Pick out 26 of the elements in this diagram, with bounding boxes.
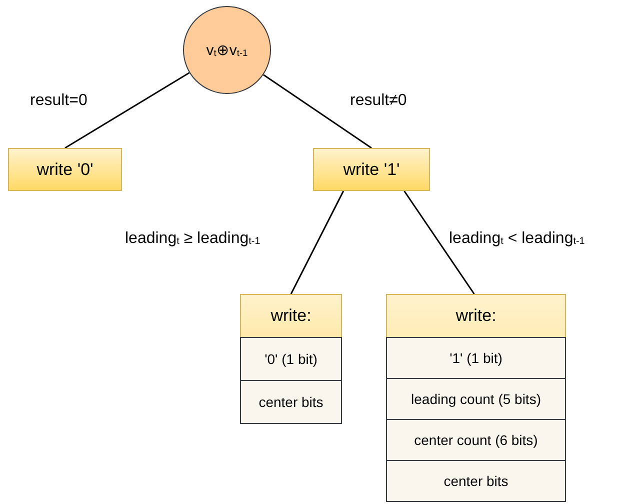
edge-label: leading$_{t}$ ≥ leading$_{t-1}$ <box>125 230 260 248</box>
cell-text: '1' (1 bit) <box>450 350 502 366</box>
table-row <box>240 380 342 424</box>
table-header: write: <box>454 305 498 327</box>
cell-text: write '1' <box>343 160 400 180</box>
table-row <box>386 460 566 502</box>
record-table <box>240 294 342 423</box>
table-header: write: <box>270 305 312 327</box>
process-box <box>8 148 122 191</box>
connector-line <box>64 72 190 149</box>
cell-text: center bits <box>444 473 508 489</box>
cell-text: write '0' <box>36 160 94 180</box>
table-row <box>240 337 342 381</box>
cell-text: center count (6 bits) <box>414 432 538 448</box>
record-table <box>386 294 566 502</box>
edge-label: leading$_{t}$ < leading$_{t-1}$ <box>449 230 585 248</box>
cell-text: '0' (1 bit) <box>264 351 318 367</box>
table-row <box>386 378 566 420</box>
connector-line <box>290 190 344 294</box>
cell-text: leading count (5 bits) <box>411 391 541 407</box>
connector-line <box>404 190 475 294</box>
cell-text: center bits <box>258 394 324 410</box>
process-box <box>313 148 430 191</box>
connector-line <box>263 74 372 149</box>
table-row <box>386 337 566 379</box>
table-row <box>386 419 566 461</box>
